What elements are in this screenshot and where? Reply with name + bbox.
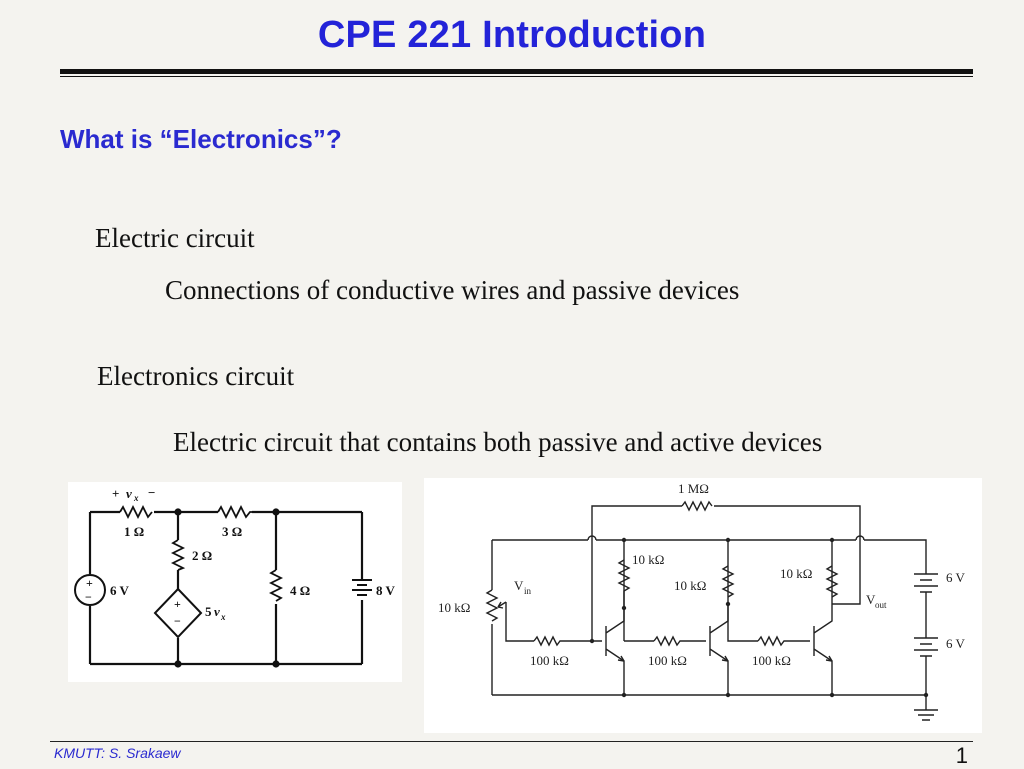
- rb2-label: 100 kΩ: [648, 653, 687, 668]
- source-6v-minus: −: [85, 590, 92, 604]
- resistor-100k-3: [757, 635, 810, 647]
- battery-8v: [352, 579, 372, 596]
- resistor-100k-1: [533, 635, 602, 647]
- title-divider: [60, 69, 973, 77]
- battery-1: [914, 573, 938, 593]
- resistor-3-ohm: [217, 504, 252, 520]
- electric-circuit-diagram: + v x − 1 Ω 3 Ω 2 Ω 4 Ω 6 V 8 V 5 v x + …: [68, 482, 402, 682]
- vx-var: v: [126, 486, 132, 501]
- slide-subtitle: What is “Electronics”?: [60, 124, 342, 154]
- potentiometer: [485, 589, 499, 622]
- point-electronics-circuit-definition: Electric circuit that contains both pass…: [173, 427, 823, 457]
- resistor-1-ohm: [119, 504, 153, 520]
- vx-plus: +: [112, 486, 119, 501]
- rc1-label: 10 kΩ: [632, 552, 664, 567]
- battery-2-label: 6 V: [946, 636, 966, 651]
- resistor-10k-c3: [825, 565, 839, 598]
- vx-sub: x: [133, 493, 139, 503]
- dependent-voltage-source: [153, 587, 203, 639]
- vx-minus: −: [148, 485, 155, 500]
- vout-sub: out: [875, 600, 887, 610]
- resistor-1m: [681, 500, 713, 512]
- feedback-resistor-label: 1 MΩ: [678, 481, 709, 496]
- source-8v-label: 8 V: [376, 583, 396, 598]
- battery-2: [914, 637, 938, 657]
- r2-label: 3 Ω: [222, 524, 242, 539]
- source-6v-plus: +: [86, 576, 93, 590]
- point-electric-circuit-definition: Connections of conductive wires and pass…: [165, 275, 740, 305]
- dep-var: v: [214, 604, 220, 619]
- resistor-100k-2: [653, 635, 706, 647]
- vout-label: V: [866, 592, 876, 607]
- page-number: 1: [955, 743, 968, 768]
- point-electronics-circuit: Electronics circuit: [97, 361, 295, 391]
- vin-label: V: [514, 578, 524, 593]
- point-electric-circuit: Electric circuit: [95, 223, 255, 253]
- slide-title: CPE 221 Introduction: [317, 14, 707, 56]
- rc3-label: 10 kΩ: [780, 566, 812, 581]
- source-6v-label: 6 V: [110, 583, 130, 598]
- dep-plus: +: [174, 597, 181, 611]
- vin-sub: in: [524, 586, 532, 596]
- dep-sub: x: [220, 612, 226, 622]
- rb3-label: 100 kΩ: [752, 653, 791, 668]
- rc2-label: 10 kΩ: [674, 578, 706, 593]
- r3-label: 2 Ω: [192, 548, 212, 563]
- resistor-2-ohm: [170, 539, 186, 571]
- resistor-4-ohm: [268, 569, 284, 602]
- pot-label: 10 kΩ: [438, 600, 470, 615]
- resistor-10k-c1: [617, 559, 631, 608]
- resistor-10k-c2: [721, 565, 735, 598]
- r4-label: 4 Ω: [290, 583, 310, 598]
- footer-author: KMUTT: S. Srakaew: [54, 745, 181, 761]
- rb1-label: 100 kΩ: [530, 653, 569, 668]
- dep-minus: −: [174, 614, 181, 628]
- r1-label: 1 Ω: [124, 524, 144, 539]
- battery-1-label: 6 V: [946, 570, 966, 585]
- footer-divider: [50, 741, 973, 742]
- electronics-circuit-diagram: 1 MΩ 10 kΩ V in V out 10 kΩ 10 kΩ 10 kΩ …: [424, 478, 982, 733]
- dep-gain: 5: [205, 604, 212, 619]
